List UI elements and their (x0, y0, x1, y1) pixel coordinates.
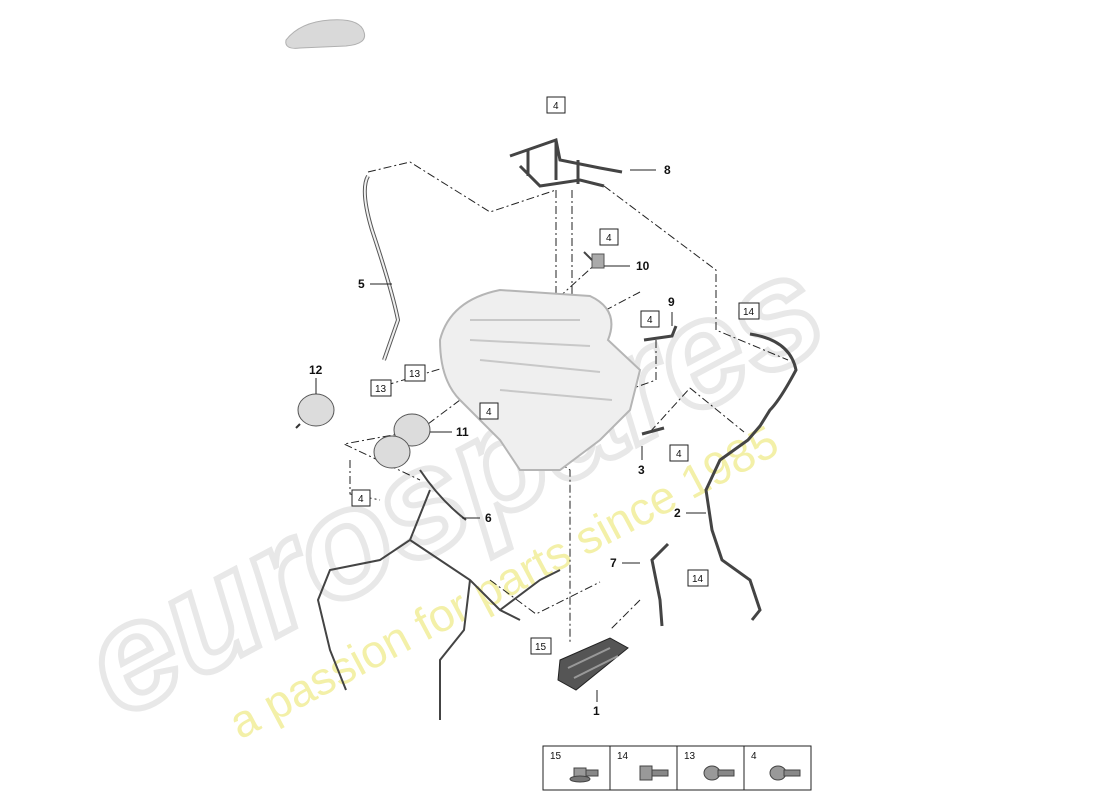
intake-bracket-part (509, 138, 623, 188)
torx-screw-icon (769, 765, 801, 781)
wiring-harness-6-part (316, 469, 561, 720)
callout-7: 7 (610, 556, 617, 570)
callout-9: 9 (668, 295, 675, 309)
callout-10: 10 (636, 259, 650, 273)
boxed-ref-15: 15 (535, 642, 547, 653)
boxed-ref-13-a: 13 (409, 369, 421, 380)
boxed-ref-4-mid: 4 (486, 407, 492, 418)
hose-2-part (704, 332, 798, 621)
flange-bolt-icon (569, 767, 599, 783)
table-cell-13: 13 (684, 751, 735, 781)
damper-12-part (295, 393, 335, 429)
sensor-10-part (583, 251, 605, 269)
boxed-ref-4-sensor3: 4 (676, 449, 682, 460)
callout-6: 6 (485, 511, 492, 525)
watermark: eurospares a passion for parts since 198… (53, 217, 852, 751)
boxed-ref-13-b: 13 (375, 384, 387, 395)
boxed-ref-14-bottom: 14 (692, 574, 704, 585)
callout-11: 11 (456, 425, 469, 439)
callout-5: 5 (358, 277, 365, 291)
boxed-ref-4-sensor10: 4 (606, 233, 612, 244)
boxed-ref-4-top: 4 (553, 101, 559, 112)
table-label-4: 4 (751, 751, 757, 762)
cover-cap-part (285, 19, 366, 49)
callout-8: 8 (664, 163, 671, 177)
callout-1: 1 (593, 704, 600, 718)
boxed-ref-4-sensor9: 4 (647, 315, 653, 326)
hex-bolt-icon (639, 765, 669, 781)
intake-manifold-part (438, 288, 642, 471)
hardware-table: 15 14 13 4 (542, 745, 812, 791)
callout-3: 3 (638, 463, 645, 477)
table-label-13: 13 (684, 751, 696, 762)
callout-leaders (315, 169, 706, 702)
leader-lines (342, 161, 789, 642)
table-label-14: 14 (617, 751, 629, 762)
sensor-9-part (643, 325, 678, 342)
callout-2: 2 (674, 506, 681, 520)
table-cell-14: 14 (617, 751, 669, 781)
boxed-ref-4-left: 4 (358, 494, 364, 505)
boxed-ref-14-top: 14 (743, 307, 755, 318)
boxed-refs: 4 4 4 14 13 13 4 4 4 14 15 (351, 96, 760, 655)
table-cell-15: 15 (550, 751, 599, 783)
table-cell-4: 4 (751, 751, 801, 781)
pan-head-screw-icon (703, 765, 735, 781)
callout-12: 12 (309, 363, 323, 377)
gasket-1-part (557, 637, 629, 691)
table-label-15: 15 (550, 751, 562, 762)
sensor-3-part (641, 426, 665, 436)
damper-11-part (373, 413, 431, 469)
hose-7-part (650, 542, 670, 627)
